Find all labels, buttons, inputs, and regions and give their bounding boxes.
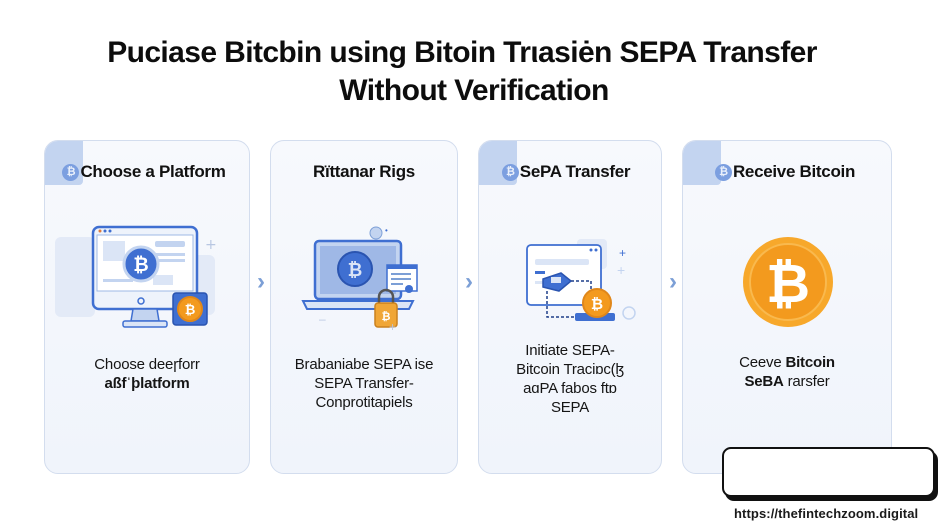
step-header: SePA Transfer xyxy=(519,162,631,181)
svg-text:+: + xyxy=(205,237,217,253)
svg-text:₿: ₿ xyxy=(185,303,196,318)
watermark-url: https://thefintechzoom.digital xyxy=(734,506,919,521)
desktop-computer-illustration: + ₿ ₿ xyxy=(55,225,217,328)
step-card-choose-platform: ₿ Choose a Platform + ₿ ₿ Choose deeɼfor… xyxy=(44,140,250,474)
step-card-transfer-rigs: Rïttanar Rigs • ₿ ₿ – + Brabaniabe SEPA … xyxy=(270,140,458,474)
title-line-1: Puciase Bitcbin using Bitoin Trιasiėn SE… xyxy=(107,36,817,69)
svg-text:₿: ₿ xyxy=(133,254,148,276)
bitcoin-coin-illustration: ₿ xyxy=(743,237,833,327)
step-header: Receive Bitcoin xyxy=(732,162,856,181)
bitcoin-icon: ₿ xyxy=(501,163,519,181)
svg-text:–: – xyxy=(319,312,326,326)
step-header: Rïttanar Rigs xyxy=(313,162,415,181)
watermark-box xyxy=(722,447,935,497)
bitcoin-icon: ₿ xyxy=(714,163,732,181)
sepa-transfer-illustration: + + ₿ xyxy=(526,239,636,321)
page-title: Puciase Bitcbin using Bitoin Trιasiėn SE… xyxy=(0,34,938,110)
svg-text:₿: ₿ xyxy=(382,310,391,323)
chevron-right-icon: › xyxy=(669,268,677,295)
step-description: Ceeve Bitcoin SeBA rarsfer xyxy=(739,354,835,390)
step-description: Choose deeɼforr aßfˈþlatform xyxy=(94,356,200,392)
svg-text:₿: ₿ xyxy=(766,252,810,315)
svg-text:+: + xyxy=(617,262,625,278)
chevron-right-icon: › xyxy=(257,268,265,295)
step-header: Choose a Platform xyxy=(80,162,226,181)
step-card-sepa-transfer: ₿ SePA Transfer + + ₿ Initiate SEPA- Bit… xyxy=(478,140,662,474)
laptop-lock-illustration: • ₿ ₿ – + xyxy=(301,226,418,333)
svg-text:+: + xyxy=(619,246,626,260)
svg-text:•: • xyxy=(385,226,388,235)
bitcoin-icon: ₿ xyxy=(62,163,80,181)
card-tab-accent xyxy=(683,141,721,185)
step-card-receive-bitcoin: ₿ Receive Bitcoin ₿ Ceeve Bitcoin SeBA r… xyxy=(682,140,892,474)
chevron-right-icon: › xyxy=(465,268,473,295)
step-description: Brabaniabe SEPA ise SEPA Transfer- Conpr… xyxy=(294,356,434,411)
title-line-2: Without Verification xyxy=(339,74,609,107)
svg-text:₿: ₿ xyxy=(591,295,603,313)
svg-text:+: + xyxy=(389,320,396,333)
svg-text:₿: ₿ xyxy=(348,260,363,281)
step-description: Initiate SEPA- Bitcoin Traciɒc(ɮ aɑPA fa… xyxy=(516,342,624,416)
